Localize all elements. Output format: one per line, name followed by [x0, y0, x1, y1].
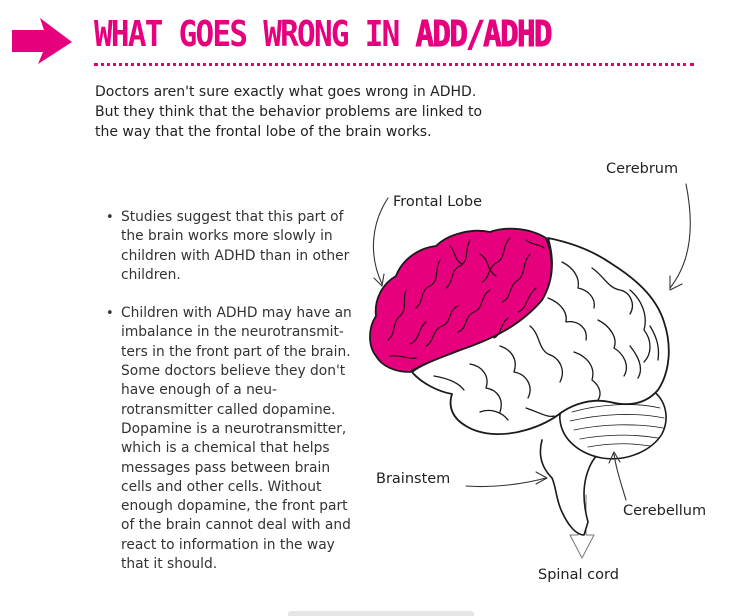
intro-paragraph: Doctors aren't sure exactly what goes wr… [95, 84, 483, 140]
bullet-list: Studies suggest that this part of the br… [104, 208, 354, 593]
bullet-item-speed: Studies suggest that this part of the br… [104, 208, 354, 285]
label-cerebrum: Cerebrum [606, 161, 679, 177]
frontal-lobe-shape [369, 227, 553, 373]
page-title: WHAT GOES WRONG IN ADD/ADHD [94, 12, 553, 58]
dotted-divider [94, 63, 694, 69]
footer-bar [288, 611, 474, 616]
label-frontal-lobe: Frontal Lobe [393, 194, 483, 210]
arrow-right-icon [12, 18, 72, 64]
brainstem-shape [539, 435, 607, 536]
brain-diagram [369, 183, 691, 559]
label-spinal-cord: Spinal cord [538, 567, 619, 583]
title-prefix: WHAT GOES WRONG IN [94, 14, 416, 55]
label-cerebellum: Cerebellum [623, 503, 707, 519]
bullet-item-dopamine: Children with ADHD may have an imbalance… [104, 304, 354, 574]
label-brainstem: Brainstem [376, 471, 451, 487]
title-highlight: ADD/ADHD [415, 14, 553, 56]
spinal-cord-arrow [569, 494, 595, 559]
